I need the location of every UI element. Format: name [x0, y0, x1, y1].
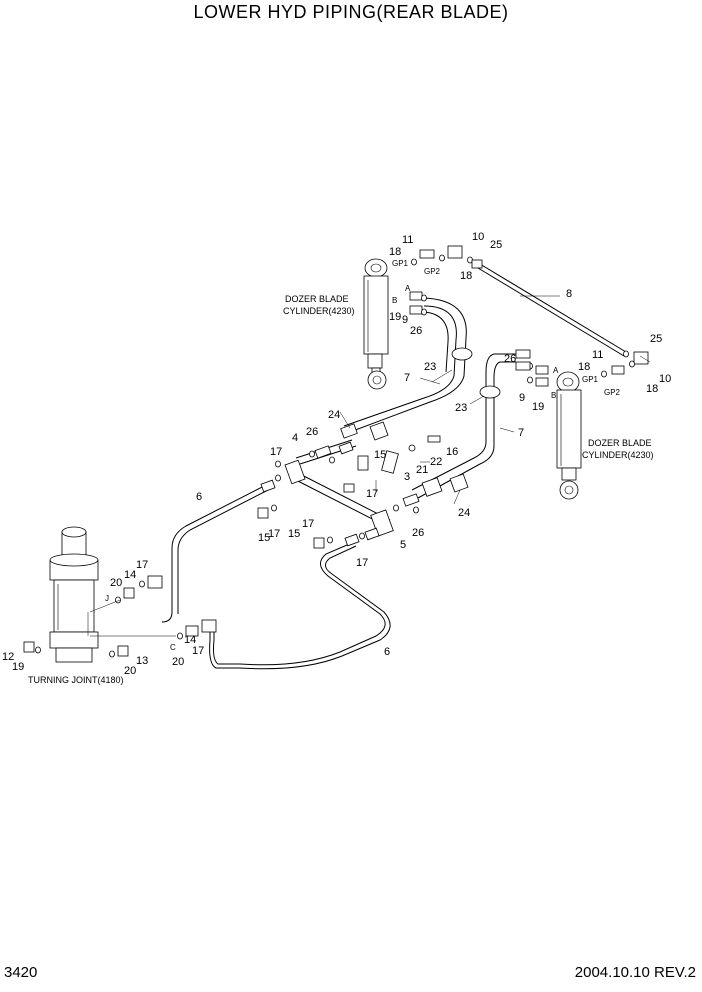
component-labels: DOZER BLADE CYLINDER(4230) DOZER BLADE C…: [28, 294, 654, 685]
callout-4: 4: [292, 432, 298, 444]
callout-17: 17: [302, 518, 314, 530]
date-revision: 2004.10.10 REV.2: [574, 964, 696, 981]
callout-25: 25: [490, 239, 502, 251]
callout-6: 6: [196, 491, 202, 503]
svg-text:A: A: [553, 366, 559, 375]
svg-text:GP2: GP2: [424, 267, 441, 276]
svg-text:GP1: GP1: [582, 375, 599, 384]
turning-joint-label: TURNING JOINT(4180): [28, 675, 124, 685]
callout-22: 22: [430, 456, 442, 468]
callout-20: 20: [110, 577, 122, 589]
callout-17: 17: [356, 557, 368, 569]
callout-17: 17: [270, 446, 282, 458]
callout-18: 18: [578, 361, 590, 373]
callout-13: 13: [136, 655, 148, 667]
callout-11: 11: [592, 349, 603, 361]
fittings: [23, 245, 649, 658]
svg-text:B: B: [551, 391, 556, 400]
callout-24: 24: [458, 507, 470, 519]
callout-7: 7: [518, 427, 524, 439]
svg-text:A: A: [405, 284, 411, 293]
callout-19: 19: [12, 661, 24, 673]
part-callouts: 11 18 10 25 18 8 19 9 26 23 7 11 18 25 1…: [2, 231, 671, 677]
svg-text:GP1: GP1: [392, 259, 409, 268]
callout-7: 7: [404, 372, 410, 384]
callout-9: 9: [519, 392, 525, 404]
callout-25: 25: [650, 333, 662, 345]
svg-text:C: C: [170, 643, 176, 652]
hose-lines: [161, 263, 627, 670]
callout-3: 3: [404, 471, 410, 483]
callout-19: 19: [389, 311, 401, 323]
callout-14: 14: [184, 634, 196, 646]
svg-text:J: J: [105, 594, 109, 603]
page-number: 3420: [4, 964, 38, 981]
callout-9: 9: [402, 314, 408, 326]
callout-16: 16: [446, 446, 458, 458]
left-dozer-cylinder: [363, 258, 389, 390]
clamps: [451, 347, 501, 399]
cylinder-label-right-line2: CYLINDER(4230): [582, 450, 654, 460]
cylinder-label-left-line1: DOZER BLADE: [285, 294, 349, 304]
callout-5: 5: [400, 539, 406, 551]
callout-17: 17: [268, 528, 280, 540]
callout-26: 26: [504, 353, 516, 365]
port-labels: GP1 GP2 A B GP1 GP2 A B J C: [105, 259, 621, 652]
callout-15: 15: [258, 532, 270, 544]
cylinder-label-right-line1: DOZER BLADE: [588, 438, 652, 448]
callout-17: 17: [136, 559, 148, 571]
callout-17: 17: [192, 645, 204, 657]
callout-14: 14: [124, 569, 136, 581]
leader-lines: [87, 295, 651, 637]
callout-26: 26: [412, 527, 424, 539]
callout-19: 19: [532, 401, 544, 413]
callout-15: 15: [288, 528, 300, 540]
callout-8: 8: [566, 288, 572, 300]
svg-text:GP2: GP2: [604, 388, 621, 397]
callout-11: 11: [402, 234, 413, 246]
callout-18: 18: [389, 246, 401, 258]
callout-10: 10: [659, 373, 671, 385]
callout-18: 18: [646, 383, 658, 395]
callout-10: 10: [472, 231, 484, 243]
callout-23: 23: [455, 402, 467, 414]
turning-joint: [49, 526, 99, 663]
cylinder-label-left-line2: CYLINDER(4230): [283, 306, 355, 316]
callout-20: 20: [172, 656, 184, 668]
callout-26: 26: [410, 325, 422, 337]
callout-15: 15: [374, 449, 386, 461]
right-dozer-cylinder: [556, 371, 582, 500]
callout-6: 6: [384, 646, 390, 658]
callout-21: 21: [416, 464, 428, 476]
callout-18: 18: [460, 270, 472, 282]
callout-20: 20: [124, 665, 136, 677]
callout-26: 26: [306, 426, 318, 438]
manifold-tubes: [284, 435, 441, 537]
callout-24: 24: [328, 409, 340, 421]
callout-12: 12: [2, 651, 14, 663]
callout-23: 23: [424, 361, 436, 373]
page-title: LOWER HYD PIPING(REAR BLADE): [193, 2, 509, 22]
svg-text:B: B: [392, 296, 397, 305]
callout-17: 17: [366, 488, 378, 500]
